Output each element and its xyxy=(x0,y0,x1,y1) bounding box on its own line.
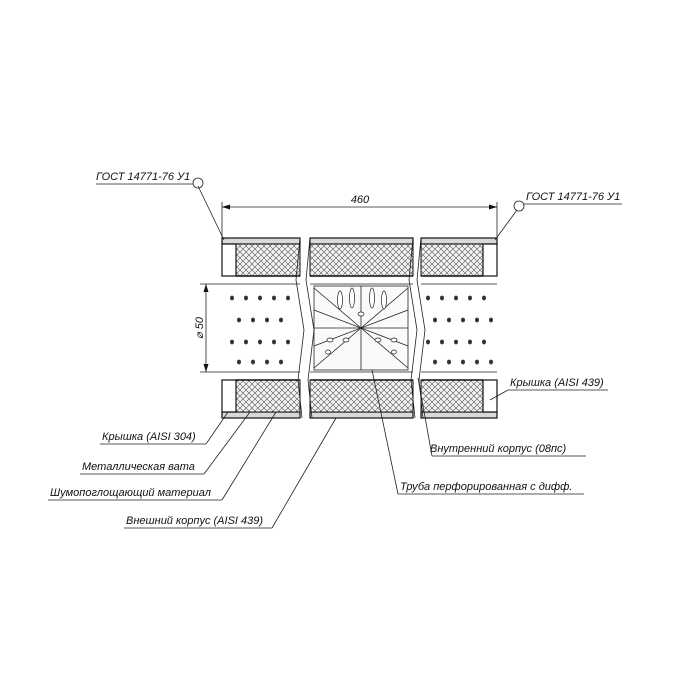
weld-callout-left: ГОСТ 14771-76 У1 xyxy=(96,171,225,241)
weld-callout-right: ГОСТ 14771-76 У1 xyxy=(494,191,622,241)
inner-body xyxy=(236,275,483,381)
dimension-length-label: 460 xyxy=(351,194,370,206)
perforation-hole xyxy=(286,295,290,301)
perforation-hole xyxy=(447,317,451,323)
cap-left-label: Крышка (AISI 304) xyxy=(102,431,196,443)
perforation-hole xyxy=(440,339,444,345)
absorber-label: Шумопоглощающий материал xyxy=(50,487,211,499)
perforation-hole xyxy=(489,317,493,323)
perforation-hole xyxy=(454,339,458,345)
perforation-hole xyxy=(230,339,234,345)
diffuser-slot xyxy=(349,287,355,309)
dimension-diameter-label: ⌀ 50 xyxy=(194,316,206,339)
perforation-hole xyxy=(272,295,276,301)
perforation-hole xyxy=(426,295,430,301)
diffuser-slot xyxy=(325,349,331,355)
perforation-hole xyxy=(230,295,234,301)
end-cap-right xyxy=(482,243,498,413)
perforation-hole xyxy=(279,359,283,365)
perforation-holes xyxy=(230,295,493,365)
diffuser-slot xyxy=(326,337,334,343)
callout-metal-wool: Металлическая вата xyxy=(80,411,251,475)
perforation-hole xyxy=(489,359,493,365)
gost-label-right: ГОСТ 14771-76 У1 xyxy=(526,191,620,203)
perforation-hole xyxy=(251,359,255,365)
absorber-bottom xyxy=(235,379,484,413)
end-cap-left xyxy=(221,243,237,413)
outer-body-bottom xyxy=(221,411,498,419)
perforation-hole xyxy=(272,339,276,345)
diffuser-slot xyxy=(374,337,382,343)
outer-body-top xyxy=(221,237,498,245)
perforation-hole xyxy=(244,295,248,301)
perforation-hole xyxy=(279,317,283,323)
perforation-hole xyxy=(447,359,451,365)
cap-right-label: Крышка (AISI 439) xyxy=(510,377,604,389)
perforation-hole xyxy=(426,339,430,345)
perforation-hole xyxy=(258,339,262,345)
dimension-diameter: ⌀ 50 xyxy=(194,283,222,373)
diffuser-slots xyxy=(325,287,398,355)
perforation-hole xyxy=(482,339,486,345)
absorber-top xyxy=(235,243,484,277)
diffuser-slot xyxy=(369,287,375,309)
outer-body-label: Внешний корпус (AISI 439) xyxy=(126,515,263,527)
diffuser-slot xyxy=(391,349,397,355)
gost-label-left: ГОСТ 14771-76 У1 xyxy=(96,171,190,183)
diffuser-slot xyxy=(342,337,350,343)
diffuser-slot xyxy=(390,337,398,343)
diffuser-slot xyxy=(337,290,343,310)
perforation-hole xyxy=(461,317,465,323)
dimension-length: 460 xyxy=(221,194,498,238)
callout-perforated-pipe: Труба перфорированная с дифф. xyxy=(371,369,584,495)
callout-inner-body: Внутренний корпус (08пс) xyxy=(417,377,586,457)
inner-body-label: Внутренний корпус (08пс) xyxy=(430,443,567,455)
perforation-hole xyxy=(286,339,290,345)
perforation-hole xyxy=(265,359,269,365)
perforation-hole xyxy=(468,295,472,301)
metal-wool-label: Металлическая вата xyxy=(82,461,195,473)
callout-cap-right: Крышка (AISI 439) xyxy=(489,377,608,401)
callout-outer-body: Внешний корпус (AISI 439) xyxy=(124,417,337,529)
perforation-hole xyxy=(258,295,262,301)
perforation-hole xyxy=(433,359,437,365)
perforation-hole xyxy=(475,317,479,323)
callout-absorber: Шумопоглощающий материал xyxy=(48,411,277,501)
perforation-hole xyxy=(454,295,458,301)
perforation-hole xyxy=(237,359,241,365)
perforation-hole xyxy=(244,339,248,345)
perforation-hole xyxy=(461,359,465,365)
perforation-hole xyxy=(482,295,486,301)
perforation-hole xyxy=(265,317,269,323)
perforation-hole xyxy=(251,317,255,323)
perforation-hole xyxy=(237,317,241,323)
perforation-hole xyxy=(468,339,472,345)
diffuser-slot xyxy=(357,311,365,317)
perforation-hole xyxy=(475,359,479,365)
callout-cap-left: Крышка (AISI 304) xyxy=(100,411,229,445)
perforation-hole xyxy=(440,295,444,301)
perforated-pipe-label: Труба перфорированная с дифф. xyxy=(400,481,572,493)
perforated-pipe xyxy=(222,283,497,373)
diffuser xyxy=(313,285,409,371)
perforation-hole xyxy=(433,317,437,323)
diffuser-slot xyxy=(381,290,387,310)
